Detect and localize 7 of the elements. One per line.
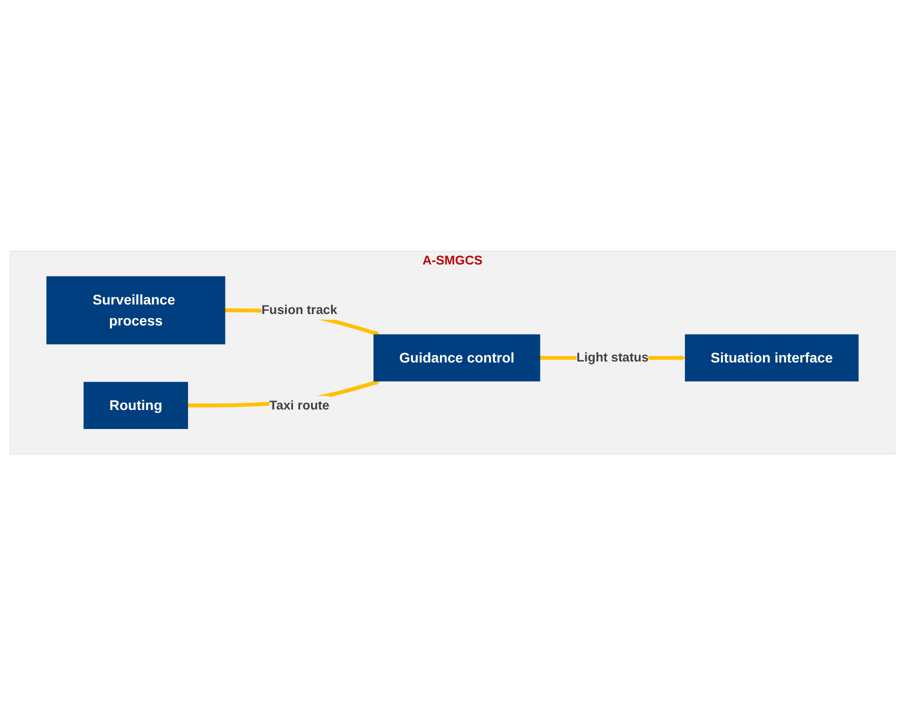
node-box: Situation interface xyxy=(684,334,859,382)
edge-label: Fusion track xyxy=(262,303,338,318)
node-box: Surveillance process xyxy=(46,276,226,344)
node-box: Guidance control xyxy=(374,334,540,382)
edge-label: Taxi route xyxy=(269,398,330,412)
edge-label: Light status xyxy=(576,350,649,365)
node-box: Routing xyxy=(84,382,188,429)
